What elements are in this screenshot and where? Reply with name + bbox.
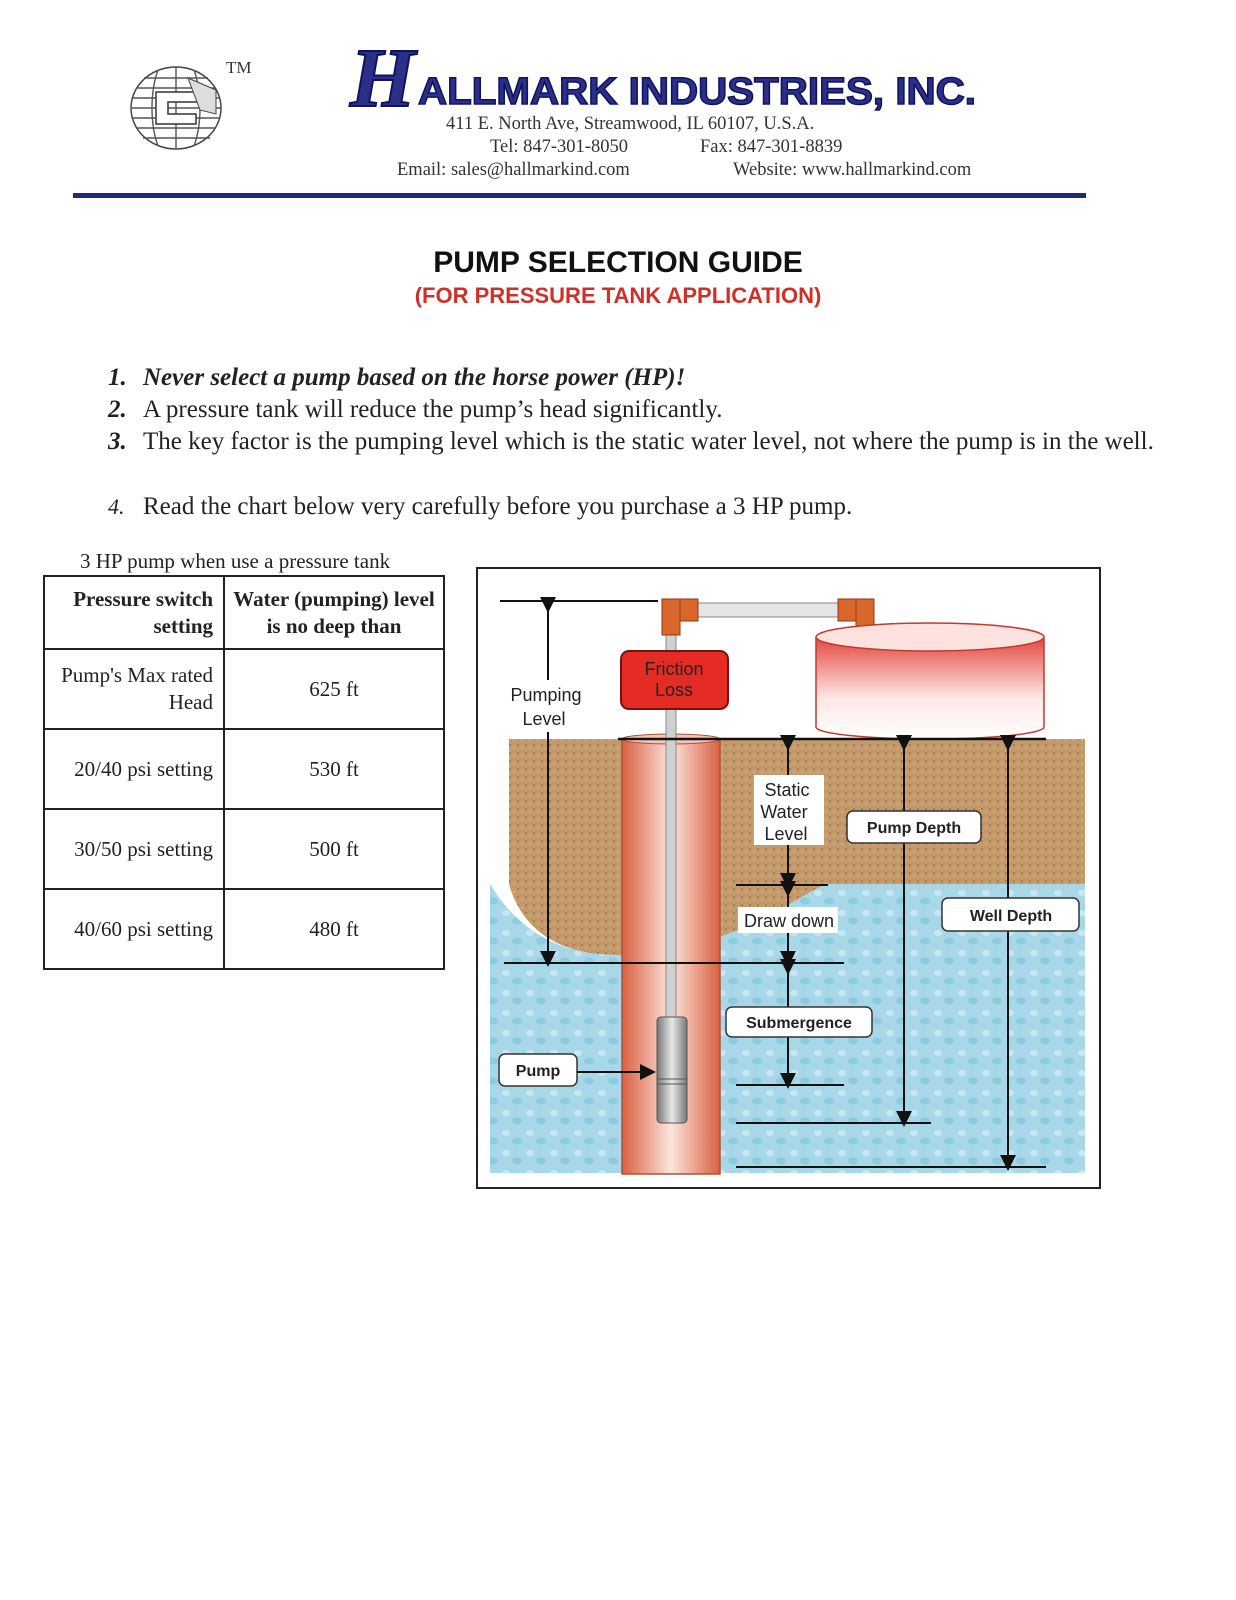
note-text: Read the chart below very carefully befo… <box>143 493 853 520</box>
company-website: Website: www.hallmarkind.com <box>733 160 972 180</box>
static-water-level-label: Static <box>764 780 809 800</box>
company-name-text: ALLMARK INDUSTRIES, INC. <box>418 71 976 113</box>
company-wordmark: H ALLMARK INDUSTRIES, INC. <box>348 31 990 126</box>
trademark-mark: TM <box>226 58 252 77</box>
pump-level-table: Pressure switch setting Water (pumping) … <box>43 575 445 970</box>
submersible-pump <box>656 1016 688 1124</box>
company-initial: H <box>349 32 418 125</box>
note-number: 3. <box>108 428 127 455</box>
note-number: 2. <box>108 396 127 423</box>
note-number: 4. <box>108 494 125 519</box>
table-row: 30/50 psi setting 500 ft <box>43 808 445 890</box>
column-header: Water (pumping) level is no deep than <box>223 575 445 650</box>
note-number: 1. <box>108 364 127 391</box>
submergence-label: Submergence <box>746 1015 852 1032</box>
note-text: Never select a pump based on the horse p… <box>143 364 686 391</box>
well-diagram: Friction Loss Pumping Level Static Water… <box>476 567 1101 1189</box>
table-row: 40/60 psi setting 480 ft <box>43 888 445 970</box>
table-cell: 625 ft <box>223 648 445 730</box>
well-depth-label: Well Depth <box>970 908 1052 925</box>
company-tel: Tel: 847-301-8050 <box>490 137 628 157</box>
static-water-level-label: Water <box>760 802 807 822</box>
header-divider <box>73 193 1086 198</box>
note-text: The key factor is the pumping level whic… <box>143 428 1154 455</box>
pumping-level-label: Level <box>522 709 565 729</box>
company-fax: Fax: 847-301-8839 <box>700 137 843 157</box>
page-title: PUMP SELECTION GUIDE <box>433 246 803 279</box>
static-water-level-label: Level <box>764 824 807 844</box>
pump-depth-label: Pump Depth <box>867 820 961 837</box>
friction-loss-label: Loss <box>655 680 693 700</box>
table-cell: 480 ft <box>223 888 445 970</box>
table-cell: 500 ft <box>223 808 445 890</box>
table-row: 20/40 psi setting 530 ft <box>43 728 445 810</box>
company-address: 411 E. North Ave, Streamwood, IL 60107, … <box>446 114 815 134</box>
table-caption: 3 HP pump when use a pressure tank <box>80 549 391 573</box>
pressure-tank <box>815 637 1045 740</box>
table-cell: 530 ft <box>223 728 445 810</box>
table-cell: Pump's Max rated Head <box>43 648 225 730</box>
friction-loss-label: Friction <box>644 659 703 679</box>
table-row: Pump's Max rated Head 625 ft <box>43 648 445 730</box>
table-cell: 30/50 psi setting <box>43 808 225 890</box>
company-logo-icon <box>128 62 228 154</box>
pumping-level-label: Pumping <box>510 685 581 705</box>
column-header: Pressure switch setting <box>43 575 225 650</box>
pump-label: Pump <box>516 1063 561 1080</box>
page-subtitle: (FOR PRESSURE TANK APPLICATION) <box>414 283 822 308</box>
friction-loss-box <box>620 650 729 710</box>
table-cell: 40/60 psi setting <box>43 888 225 970</box>
table-header-row: Pressure switch setting Water (pumping) … <box>43 575 445 650</box>
note-text: A pressure tank will reduce the pump’s h… <box>143 396 723 423</box>
company-email: Email: sales@hallmarkind.com <box>397 160 630 180</box>
draw-down-label: Draw down <box>744 911 834 931</box>
table-cell: 20/40 psi setting <box>43 728 225 810</box>
